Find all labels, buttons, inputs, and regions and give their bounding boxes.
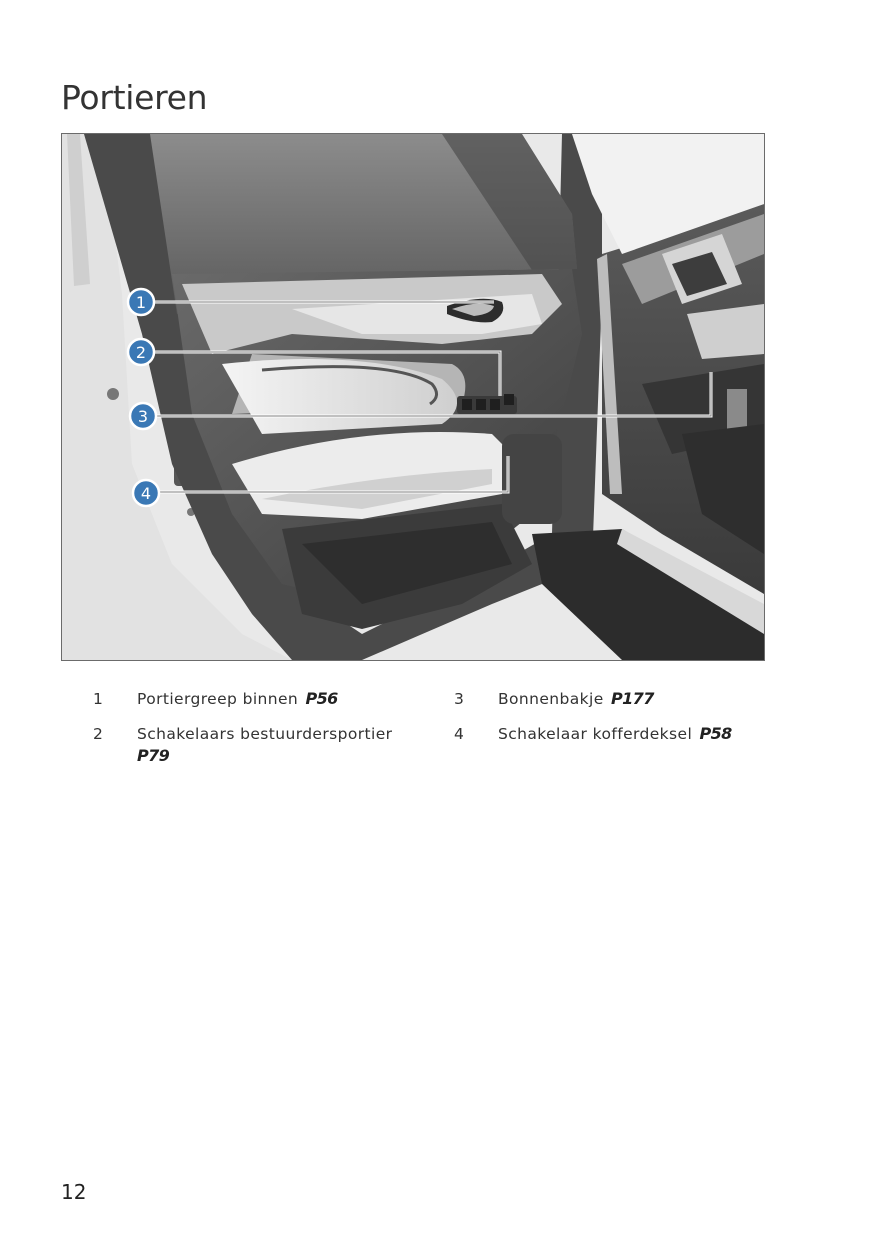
page-reference-link[interactable]: P58 (699, 724, 733, 743)
legend-number: 4 (454, 725, 465, 743)
page-number: 12 (61, 1180, 87, 1204)
legend-item: 2 Schakelaars bestuurdersportier P79 (93, 723, 423, 767)
page-reference-link[interactable]: P79 (137, 746, 170, 765)
legend-number: 2 (93, 725, 104, 743)
legend-left-column: 1 Portiergreep binnen P56 2 Schakelaars … (93, 688, 423, 780)
legend-text: Bonnenbakje (498, 690, 604, 708)
legend-text: Portiergreep binnen (137, 690, 299, 708)
svg-text:4: 4 (141, 484, 151, 503)
callout-2: 2 (126, 337, 156, 367)
svg-text:3: 3 (138, 407, 148, 426)
callout-4: 4 (131, 478, 161, 508)
legend-text: Schakelaars bestuurdersportier (137, 725, 393, 743)
page-reference-link[interactable]: P56 (305, 689, 338, 708)
page-title: Portieren (61, 78, 208, 117)
svg-text:1: 1 (136, 293, 146, 312)
legend-item: 3 Bonnenbakje P177 (454, 688, 784, 710)
legend-number: 1 (93, 690, 104, 708)
door-illustration: 1 2 3 4 (61, 133, 765, 661)
page-reference-link[interactable]: P177 (611, 689, 654, 708)
callout-3: 3 (128, 401, 158, 431)
legend-item: 4 Schakelaar kofferdeksel P58 (454, 723, 784, 745)
callout-1: 1 (126, 287, 156, 317)
legend-item: 1 Portiergreep binnen P56 (93, 688, 423, 710)
legend-right-column: 3 Bonnenbakje P177 4 Schakelaar kofferde… (454, 688, 784, 758)
legend-text: Schakelaar kofferdeksel (498, 725, 693, 743)
legend-number: 3 (454, 690, 465, 708)
svg-text:2: 2 (136, 343, 146, 362)
